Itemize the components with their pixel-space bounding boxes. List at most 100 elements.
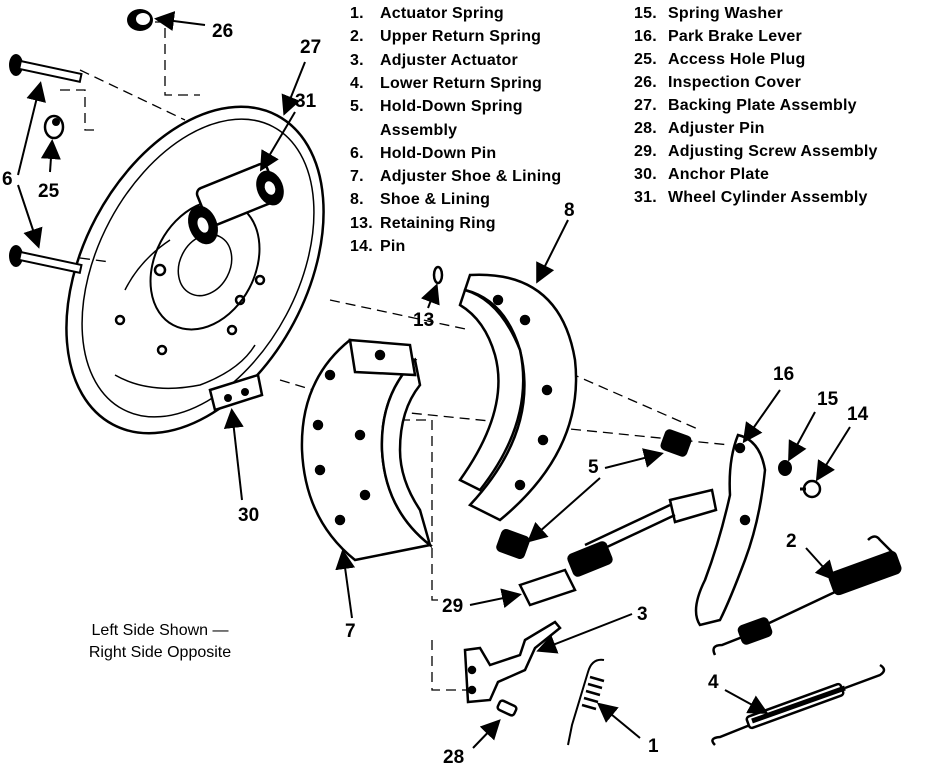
legend-item-label: Adjusting Screw Assembly [668,143,878,160]
callout-3: 3 [637,604,648,625]
legend-right: 15. Spring Washer 16. Park Brake Lever 25. Ac… [634,5,924,215]
legend-item-label: Hold-Down Spring [380,98,523,116]
leader-6-upper [17,81,46,176]
lower-return-spring-part [711,663,886,746]
callout-8: 8 [564,200,575,221]
adjuster-actuator-part [463,620,562,704]
leader-3 [536,613,633,654]
adjusting-screw-part [518,488,718,607]
legend-item-label: Upper Return Spring [380,28,542,46]
legend-item-number: 27. [634,97,657,114]
leader-27 [281,61,306,116]
legend-item-number: 13. [350,214,373,232]
backing-plate-part [65,105,325,435]
legend-item-number: 5. [350,98,364,116]
legend-item-label: Pin [380,238,406,255]
leader-29 [469,588,522,609]
callout-13: 13 [413,310,435,331]
callout-26: 26 [212,21,234,42]
leader-8 [536,219,569,284]
legend-item-label: Backing Plate Assembly [668,97,857,114]
leader-1 [596,702,641,739]
legend-item-number: 8. [350,191,364,209]
leader-4 [724,689,769,714]
callout-15: 15 [817,389,839,410]
legend-item-number: 1. [350,5,364,22]
legend-item-label: Assembly [380,121,458,139]
inspection-cover-part [127,9,153,31]
side-note-line-1: Left Side Shown — [91,622,229,639]
legend-item-number: 4. [350,74,364,92]
leader-30 [223,408,244,501]
leader-26 [154,11,206,31]
legend-item-number: 31. [634,189,657,206]
side-note: Left Side Shown — Right Side Opposite [50,620,270,664]
adjuster-pin-part [496,699,518,717]
legend-item-number: 14. [350,238,373,255]
callout-16: 16 [773,364,795,385]
leader-16 [742,389,781,444]
callout-1: 1 [648,736,659,757]
legend-item-label: Retaining Ring [380,214,496,232]
callout-4: 4 [708,672,719,693]
legend-item-number: 26. [634,74,657,91]
leader-15 [788,411,816,462]
leader-2 [805,547,836,581]
retaining-ring-part [432,265,444,285]
leader-6-lower [17,184,43,249]
upper-return-spring-part [712,535,902,656]
legend-item-number: 6. [350,144,364,162]
legend-item-number: 28. [634,120,657,137]
actuator-spring-part [567,658,605,746]
wheel-cylinder-part [188,162,284,245]
callout-14: 14 [847,404,869,425]
side-note-line-2: Right Side Opposite [88,644,232,661]
access-hole-plug-part [43,114,65,140]
legend-item-label: Shoe & Lining [380,191,491,209]
callout-7: 7 [345,621,356,642]
legend-item-label: Spring Washer [668,5,783,22]
callout-27: 27 [300,37,322,58]
leader-25 [40,139,61,173]
legend-item-label: Hold-Down Pin [380,144,497,162]
legend-item-label: Park Brake Lever [668,28,802,45]
leader-5-upper [604,448,664,469]
adjuster-shoe-part [300,338,433,562]
legend-item-label: Adjuster Actuator [380,51,518,69]
pin-part [800,479,822,499]
legend-item-label: Wheel Cylinder Assembly [668,189,868,206]
leader-5-lower [527,477,601,543]
legend-item-label: Access Hole Plug [668,51,806,68]
shoe-lining-part [458,273,578,522]
legend-item-number: 15. [634,5,657,22]
legend-item-number: 7. [350,168,364,186]
callout-6: 6 [2,169,13,190]
leader-13 [420,283,440,309]
callout-30: 30 [238,505,260,526]
legend-item-number: 30. [634,166,657,183]
legend-item-number: 16. [634,28,657,45]
legend-item-label: Inspection Cover [668,74,802,91]
hold-down-pin-part [9,54,83,274]
leader-28 [472,719,501,749]
legend-item-label: Lower Return Spring [380,74,543,92]
hold-down-spring-part [496,429,692,559]
callout-29: 29 [442,596,464,617]
legend-item-label: Adjuster Pin [668,120,765,137]
callout-28: 28 [443,747,465,768]
anchor-plate-part [208,373,264,412]
callout-25: 25 [38,181,60,202]
callout-31: 31 [295,91,317,112]
legend-item-number: 3. [350,51,364,69]
leader-7 [335,549,356,619]
callout-2: 2 [786,531,797,552]
legend-item-number: 29. [634,143,657,160]
park-brake-lever-part [694,433,767,627]
legend-item-label: Anchor Plate [668,166,770,183]
legend-item-number: 2. [350,28,364,46]
legend-item-number: 25. [634,51,657,68]
spring-washer-part [778,460,792,476]
